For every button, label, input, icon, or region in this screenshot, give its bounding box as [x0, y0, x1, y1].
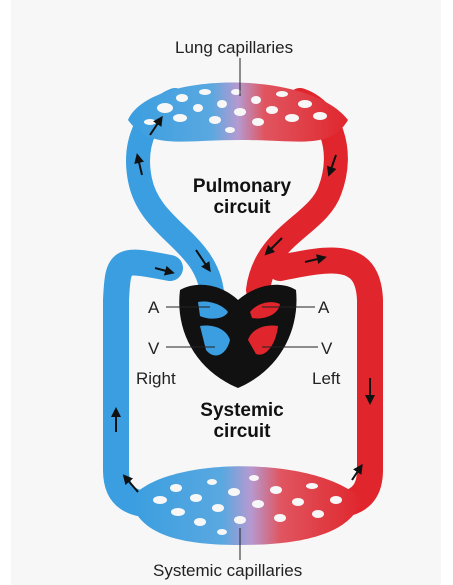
- atrium-left-label: A: [318, 298, 329, 318]
- pulmonary-label-line2: circuit: [172, 197, 312, 218]
- right-side-label: Right: [136, 369, 176, 389]
- systemic-label-line1: Systemic: [172, 400, 312, 421]
- ventricle-left-label: V: [321, 339, 332, 359]
- lung-capillary-bed: [128, 83, 348, 142]
- pulmonary-label-line1: Pulmonary: [172, 176, 312, 197]
- atrium-right-label: A: [148, 298, 159, 318]
- systemic-capillaries-label: Systemic capillaries: [153, 561, 302, 581]
- systemic-circuit-label: Systemic circuit: [172, 400, 312, 442]
- systemic-label-line2: circuit: [172, 421, 312, 442]
- left-side-label: Left: [312, 369, 340, 389]
- pulmonary-circuit-label: Pulmonary circuit: [172, 176, 312, 218]
- lung-capillaries-label: Lung capillaries: [175, 38, 293, 58]
- ventricle-right-label: V: [148, 339, 159, 359]
- systemic-capillary-bed: [130, 466, 362, 545]
- heart: [179, 285, 296, 388]
